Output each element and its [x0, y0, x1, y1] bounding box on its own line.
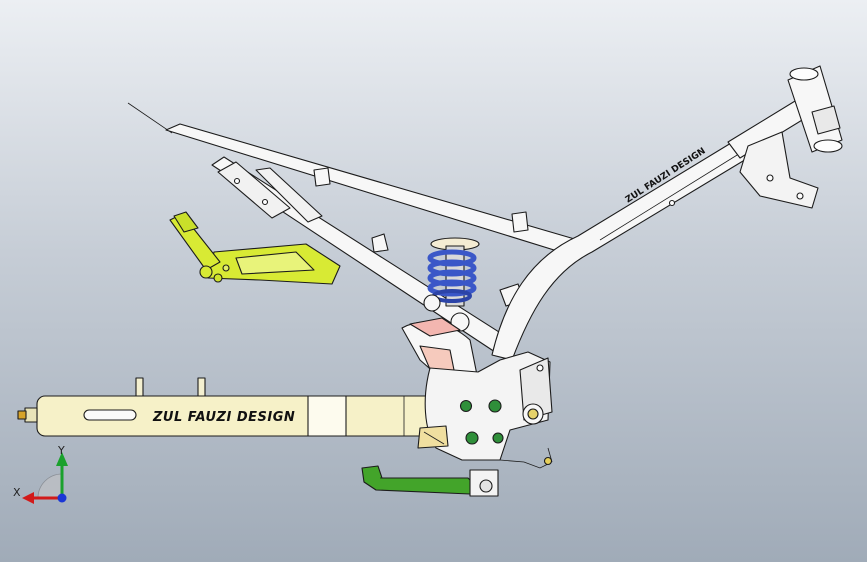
swingarm-slot	[83, 409, 137, 421]
x-axis-label: X	[13, 486, 21, 499]
frame-tab-3	[511, 211, 529, 233]
brake-pedal[interactable]	[361, 465, 499, 497]
rear-shock[interactable]	[423, 237, 480, 332]
bolt-2	[488, 399, 502, 413]
swingarm-stud-2	[197, 377, 206, 397]
main-frame[interactable]	[491, 65, 843, 361]
shock-spring	[427, 249, 477, 303]
rear-plate	[217, 161, 291, 219]
y-axis-label: Y	[57, 444, 65, 457]
steering-head[interactable]	[787, 65, 843, 153]
swingarm-stud-1	[135, 377, 144, 397]
frame-tab-2	[371, 233, 389, 253]
z-axis-dot	[57, 493, 67, 503]
bolt-1	[459, 399, 473, 413]
swingarm-branding-text: ZUL FAUZI DESIGN	[153, 410, 296, 425]
front-gusset	[739, 131, 819, 209]
orientation-triad: X Y	[13, 444, 68, 504]
bolt-4	[492, 432, 504, 444]
pivot-pink-link	[409, 317, 461, 337]
swingarm[interactable]	[17, 377, 438, 437]
axle-adjuster	[24, 407, 38, 423]
frame-tab-1	[313, 167, 331, 187]
swingarm-pivot-assembly[interactable]	[401, 317, 553, 469]
bolt-3	[465, 431, 479, 445]
footpeg-bracket[interactable]	[169, 211, 341, 285]
